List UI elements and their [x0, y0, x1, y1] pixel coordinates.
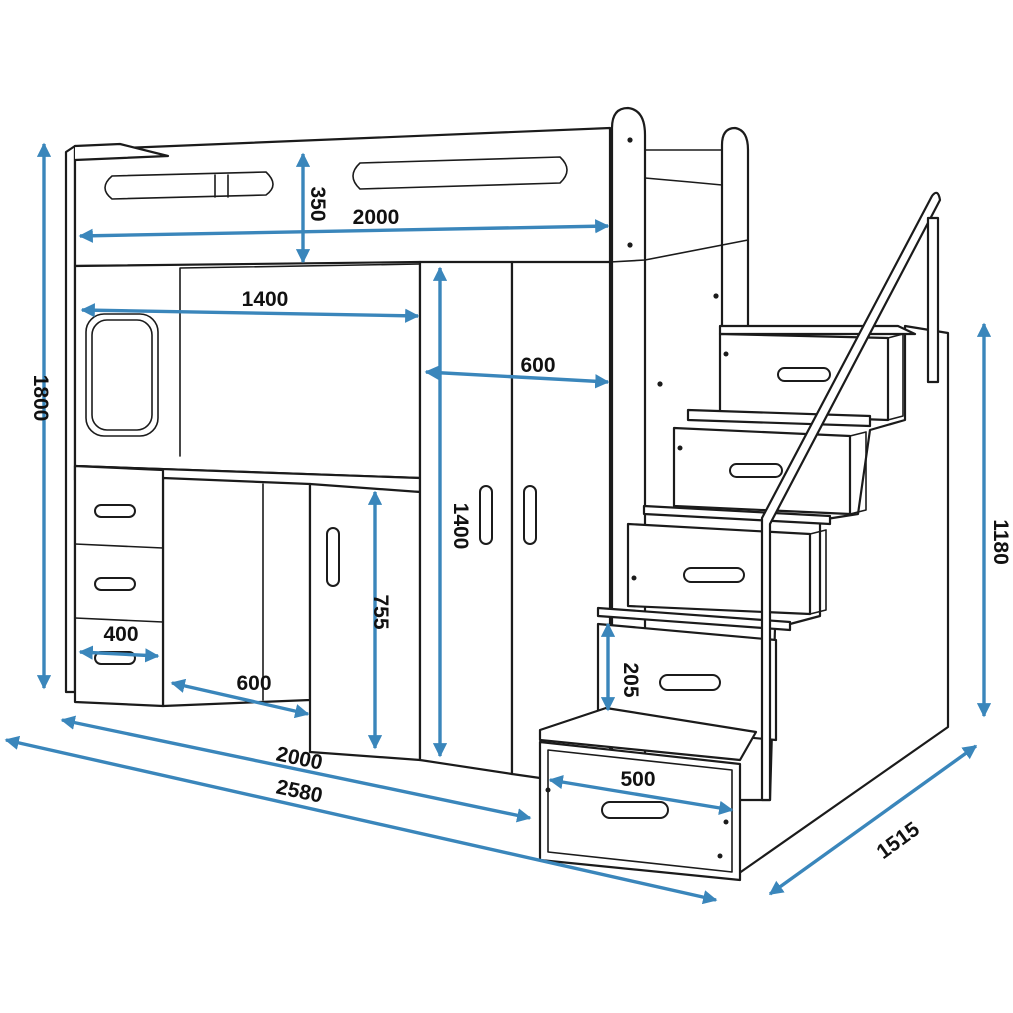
side-panel — [609, 239, 749, 263]
dim-drawer-width — [78, 645, 160, 663]
inner-recess — [179, 263, 421, 457]
stair-drawer-handle — [601, 801, 669, 819]
label-total-depth: 1515 — [873, 818, 925, 864]
stair-drawer-handle — [777, 367, 831, 382]
rear-top-edge — [73, 142, 170, 162]
label-bed-length: 2000 — [353, 206, 400, 229]
staircase — [538, 191, 950, 882]
bolt-dot — [545, 787, 551, 793]
label-desk-width: 1400 — [242, 288, 289, 311]
drawer-handle — [94, 577, 136, 591]
drawer-side — [887, 333, 904, 421]
bolt-dot — [677, 445, 683, 451]
step-top-1 — [596, 606, 792, 632]
label-drawer-width: 400 — [103, 623, 138, 646]
dim-bed-length — [78, 219, 610, 243]
label-stairs-height: 1180 — [989, 519, 1012, 565]
dim-total-depth — [768, 744, 978, 896]
handrail-post — [926, 216, 940, 384]
label-step-height: 205 — [619, 662, 642, 697]
desk-cabinet — [308, 482, 422, 762]
left-end-panel — [64, 144, 77, 694]
label-rail-height: 350 — [306, 186, 329, 221]
guard-rail — [644, 149, 723, 186]
drawer-side — [849, 431, 867, 515]
rail-slot-left — [104, 171, 274, 200]
label-step-width: 500 — [620, 768, 655, 791]
label-cabinet-height: 755 — [369, 594, 392, 629]
bolt-dot — [627, 242, 633, 248]
bolt-dot — [657, 381, 663, 387]
wardrobe-handle — [523, 485, 537, 545]
bolt-dot — [713, 293, 719, 299]
dim-desk-width — [80, 303, 420, 323]
rail-slot-right — [352, 156, 568, 190]
stair-drawer-handle — [683, 567, 745, 583]
cabinet-handle — [326, 527, 340, 587]
drawer-handle — [94, 504, 136, 518]
dimension-lines — [4, 142, 992, 905]
step-top-4 — [718, 324, 917, 336]
label-wardrobe-height: 1400 — [449, 503, 472, 550]
bolt-dot — [631, 575, 637, 581]
bolt-dot — [717, 853, 723, 859]
rear-post — [720, 126, 750, 332]
bolt-dot — [723, 819, 729, 825]
stair-drawer-handle — [729, 463, 783, 478]
drawer-side — [809, 529, 827, 615]
bolt-dot — [723, 351, 729, 357]
label-wardrobe-depth: 600 — [520, 354, 555, 377]
dim-desk-depth — [170, 678, 310, 719]
label-desk-depth: 600 — [236, 672, 271, 695]
dim-total-length — [4, 735, 718, 905]
wardrobe-handle — [479, 485, 493, 545]
handrail — [760, 191, 942, 802]
bolt-dot — [627, 137, 633, 143]
back-panel — [73, 126, 612, 268]
drawer-split — [74, 617, 164, 623]
drawer-split — [74, 543, 164, 549]
label-total-height: 1800 — [29, 375, 52, 422]
dim-step-width — [548, 775, 734, 815]
stair-drawer-handle — [659, 674, 721, 691]
dim-wardrobe-depth — [424, 365, 610, 389]
